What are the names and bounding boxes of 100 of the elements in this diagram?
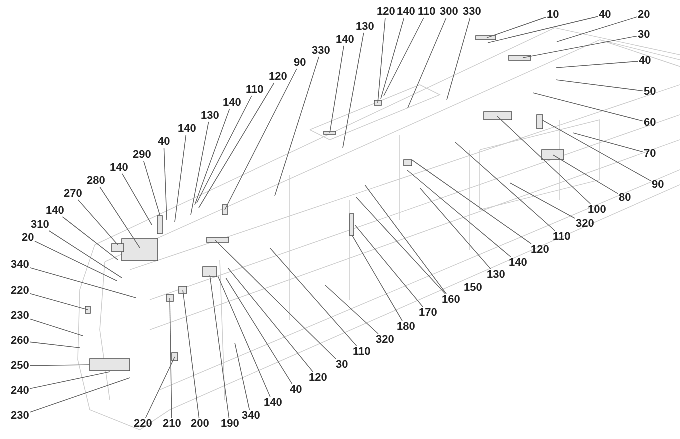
callout-number: 250 [10,360,30,372]
leader-line [556,16,638,42]
callout-number: 140 [396,6,416,18]
callout-number: 120 [308,372,328,384]
callout-number: 110 [245,84,265,96]
leader-line [510,182,576,219]
callout-number: 300 [439,6,460,18]
callout-number: 220 [10,285,30,297]
leader-line [496,116,592,204]
callout-number: 210 [162,418,182,430]
callout-number: 40 [157,136,172,148]
leader-line [384,18,424,96]
leader-line [30,318,84,336]
leader-line [408,18,447,108]
callout-number: 260 [10,335,30,347]
callout-number: 20 [21,232,36,244]
callout-number: 50 [643,86,658,98]
callout-number: 120 [530,244,550,256]
leader-line [486,17,546,38]
leader-line [354,224,424,308]
callout-number: 110 [417,6,437,18]
callout-number: 140 [177,123,198,135]
callout-number: 60 [643,117,658,129]
callout-number: 280 [86,175,106,187]
callout-number: 150 [463,282,484,294]
leader-line [234,342,250,410]
callout-number: 290 [132,149,152,161]
callout-number: 40 [289,384,304,396]
leader-line [352,234,403,322]
leader-line [34,240,118,282]
callout-number: 320 [375,334,396,346]
leader-line [420,188,492,270]
callout-number: 180 [396,321,416,333]
leader-line [378,18,386,104]
leader-line [143,160,160,216]
callout-number: 140 [508,257,528,269]
leader-line [30,342,80,348]
leader-line [532,92,644,122]
leader-line [224,68,298,210]
callout-number: 80 [618,192,632,204]
leader-line [100,186,140,248]
callout-number: 170 [418,307,438,319]
callout-number: 40 [638,55,652,67]
leader-line [364,184,447,294]
leader-line [228,268,314,372]
leader-line [552,154,618,194]
leader-line [30,267,136,298]
callout-number: 100 [587,204,608,216]
leader-line [194,108,230,206]
callout-number: 140 [45,205,66,217]
callout-number: 190 [220,418,240,430]
leader-line [226,278,293,384]
leader-line [330,46,344,134]
leader-line [218,276,271,398]
leader-line [214,240,336,360]
callout-number: 200 [190,418,210,430]
callout-number: 330 [462,6,482,18]
callout-number: 140 [263,397,284,409]
callout-number: 340 [241,410,262,422]
leader-line [210,274,230,418]
callout-number: 130 [486,269,506,281]
callout-number: 270 [63,188,84,200]
callout-number: 230 [10,310,30,322]
leader-line [356,196,446,294]
leader-line [196,96,252,204]
callout-number: 90 [651,179,666,191]
leader-line [406,170,512,258]
leader-line [198,82,275,208]
leader-line [274,56,320,196]
leader-line [454,142,556,232]
callout-number: 10 [546,9,560,21]
callout-number: 310 [30,219,50,231]
leader-line [324,284,379,334]
leader-line [174,134,187,222]
callout-number: 140 [109,162,130,174]
leader-line [488,16,598,44]
callout-number: 110 [352,346,372,358]
callout-number: 90 [293,57,308,69]
callout-number: 30 [335,359,350,371]
leader-line [145,356,176,418]
leader-line [380,18,405,100]
callout-number: 230 [10,410,30,422]
callout-number: 130 [200,110,220,122]
callout-number: 40 [598,9,612,21]
leader-line [522,36,638,58]
callout-number: 220 [133,418,154,430]
callout-number: 30 [637,29,652,41]
leader-line [170,298,172,418]
callout-number: 20 [637,9,652,21]
leader-line [48,230,122,278]
leader-line [30,293,88,310]
leader-line [342,32,364,148]
leader-line [556,61,638,68]
callout-number: 320 [575,218,596,230]
leader-line [182,290,200,418]
callout-number: 140 [222,97,242,109]
callout-number: 140 [335,34,356,46]
callout-number: 120 [376,6,396,18]
callout-number: 340 [10,259,30,271]
callout-number: 120 [268,71,288,83]
